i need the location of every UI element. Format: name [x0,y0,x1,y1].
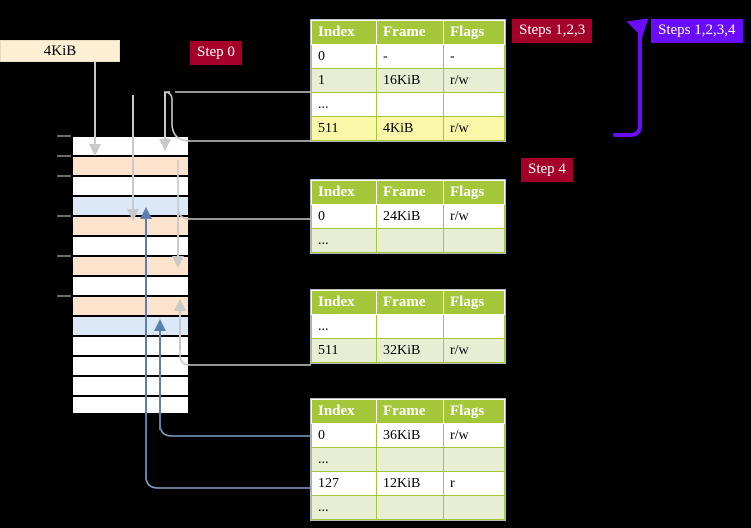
arrow-steps-1234-loop [613,18,649,137]
cell-frame [376,92,444,117]
cell-index: 511 [311,116,377,141]
cell-flags: r/w [443,423,505,448]
table-row: ... [311,92,505,117]
memory-row [73,357,188,377]
table-row: ... [311,495,505,520]
memory-row [57,295,188,317]
table-header-row: Index Frame Flags [311,399,505,424]
memory-row [73,397,188,413]
cell-index: 0 [311,423,377,448]
cell-flags: r/w [443,338,505,363]
col-header-frame: Frame [376,20,444,45]
cell-frame: 36KiB [376,423,444,448]
page-table-level-2: Index Frame Flags ... 511 32KiB r/w [311,290,505,363]
table-row: 127 12KiB r [311,471,505,496]
memory-row [57,215,188,237]
badge-step-4-label: Step 4 [528,161,566,177]
cell-frame: - [376,44,444,69]
cell-index: 0 [311,44,377,69]
table-row: 0 - - [311,44,505,69]
source-frame-label: 4KiB [43,42,77,59]
col-header-flags: Flags [443,290,505,315]
col-header-index: Index [311,20,377,45]
cell-index: 127 [311,471,377,496]
table-header-row: Index Frame Flags [311,290,505,315]
cell-index: 0 [311,204,377,229]
cell-flags: r/w [443,116,505,141]
cell-index: ... [311,314,377,339]
col-header-flags: Flags [443,180,505,205]
cell-frame: 32KiB [376,338,444,363]
badge-steps-1-2-3-label: Steps 1,2,3 [519,22,586,38]
memory-row [73,277,188,297]
memory-row [57,255,188,277]
page-table-level-4: Index Frame Flags 0 - - 1 16KiB r/w ... [311,20,505,141]
cell-frame [376,228,444,253]
memory-row [73,197,188,217]
memory-row [57,175,188,197]
table-header-row: Index Frame Flags [311,180,505,205]
cell-frame: 4KiB [376,116,444,141]
cell-flags [443,314,505,339]
cell-frame: 12KiB [376,471,444,496]
table-header-row: Index Frame Flags [311,20,505,45]
cell-flags: r/w [443,204,505,229]
memory-row [73,317,188,337]
col-header-frame: Frame [376,180,444,205]
table-row: 0 36KiB r/w [311,423,505,448]
cell-flags: r/w [443,68,505,93]
badge-steps-1-2-3-4-label: Steps 1,2,3,4 [658,22,736,38]
cell-frame: 24KiB [376,204,444,229]
table-row-highlighted: 511 4KiB r/w [311,116,505,141]
cell-frame [376,447,444,472]
page-table-level-3: Index Frame Flags 0 24KiB r/w ... [311,180,505,253]
memory-row [73,237,188,257]
badge-step-4: Step 4 [521,158,573,182]
memory-row [73,337,188,357]
col-header-frame: Frame [376,399,444,424]
col-header-index: Index [311,399,377,424]
cell-index: ... [311,228,377,253]
source-frame-box: 4KiB [0,40,120,62]
cell-index: 511 [311,338,377,363]
memory-row [57,155,188,177]
badge-step-0-label: Step 0 [197,44,235,60]
cell-flags [443,495,505,520]
col-header-index: Index [311,290,377,315]
wire-l1-0-to-memory [159,415,311,437]
col-header-index: Index [311,180,377,205]
wire-l4-511-to-memory [163,91,311,142]
table-row: ... [311,447,505,472]
cell-flags: r [443,471,505,496]
cell-index: ... [311,92,377,117]
cell-index: 1 [311,68,377,93]
cell-flags [443,228,505,253]
physical-memory-grid [57,135,190,415]
table-row: ... [311,314,505,339]
cell-frame: 16KiB [376,68,444,93]
table-row: 511 32KiB r/w [311,338,505,363]
col-header-flags: Flags [443,20,505,45]
page-table-level-1: Index Frame Flags 0 36KiB r/w ... 127 12… [311,399,505,520]
cell-flags [443,447,505,472]
table-row: 0 24KiB r/w [311,204,505,229]
cell-index: ... [311,447,377,472]
memory-row [73,377,188,397]
cell-flags: - [443,44,505,69]
table-row: 1 16KiB r/w [311,68,505,93]
badge-step-0: Step 0 [190,41,242,65]
table-row: ... [311,228,505,253]
badge-steps-1-2-3: Steps 1,2,3 [512,19,593,43]
badge-steps-1-2-3-4: Steps 1,2,3,4 [651,19,743,43]
cell-frame [376,495,444,520]
cell-frame [376,314,444,339]
col-header-flags: Flags [443,399,505,424]
cell-index: ... [311,495,377,520]
memory-row [57,135,188,157]
wire-l1-127-to-memory [145,415,311,489]
cell-flags [443,92,505,117]
col-header-frame: Frame [376,290,444,315]
